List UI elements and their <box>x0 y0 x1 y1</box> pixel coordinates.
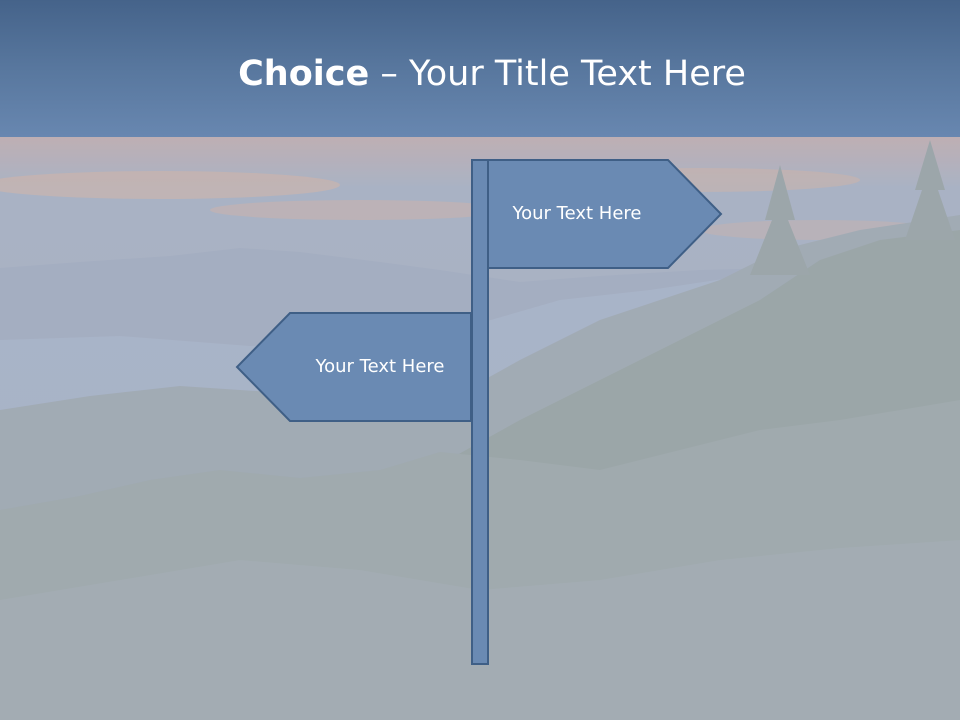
signpost-pole <box>471 159 489 665</box>
title-text: Your Title Text Here <box>409 54 746 94</box>
slide-title: Choice – Your Title Text Here <box>0 49 960 99</box>
sign-left-label[interactable]: Your Text Here <box>315 356 445 377</box>
sign-right-label[interactable]: Your Text Here <box>512 203 642 224</box>
title-bar <box>0 0 960 137</box>
sign-left-arrow[interactable] <box>235 312 472 422</box>
sign-right-arrow[interactable] <box>487 159 723 269</box>
title-keyword: Choice <box>238 54 370 94</box>
title-separator: – <box>369 54 409 94</box>
